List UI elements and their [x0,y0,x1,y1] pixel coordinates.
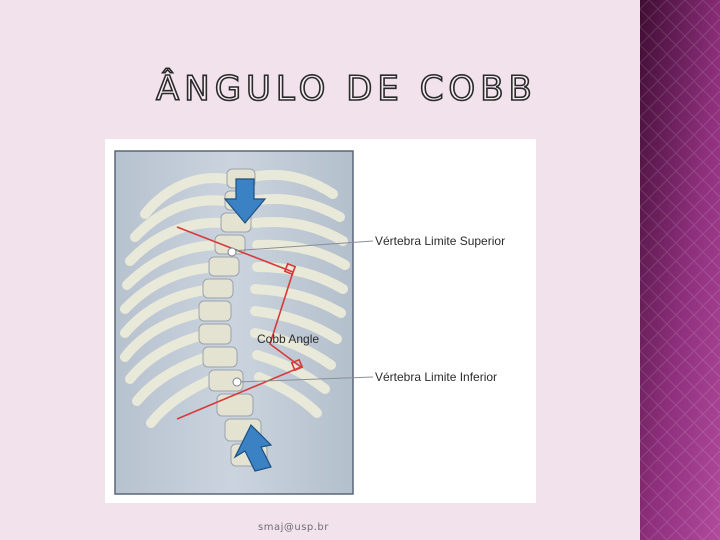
lower-vertebra-label: Vértebra Limite Inferior [375,370,497,384]
decorative-side-band [640,0,720,540]
down-arrow-icon [223,178,267,224]
footer-email: smaj@usp.br [258,522,329,533]
upper-vertebra-marker [227,247,237,257]
cobb-angle-figure: Vértebra Limite Superior Cobb Angle Vért… [105,139,536,503]
lower-vertebra-marker [232,377,242,387]
up-arrow-icon [233,423,273,472]
upper-vertebra-label: Vértebra Limite Superior [375,234,505,248]
spine-xray-illustration: Vértebra Limite Superior Cobb Angle Vért… [114,150,505,495]
slide-title: ÂNGULO DE COBB [155,69,537,109]
leader-lines [230,240,374,383]
cobb-angle-label: Cobb Angle [257,332,319,346]
